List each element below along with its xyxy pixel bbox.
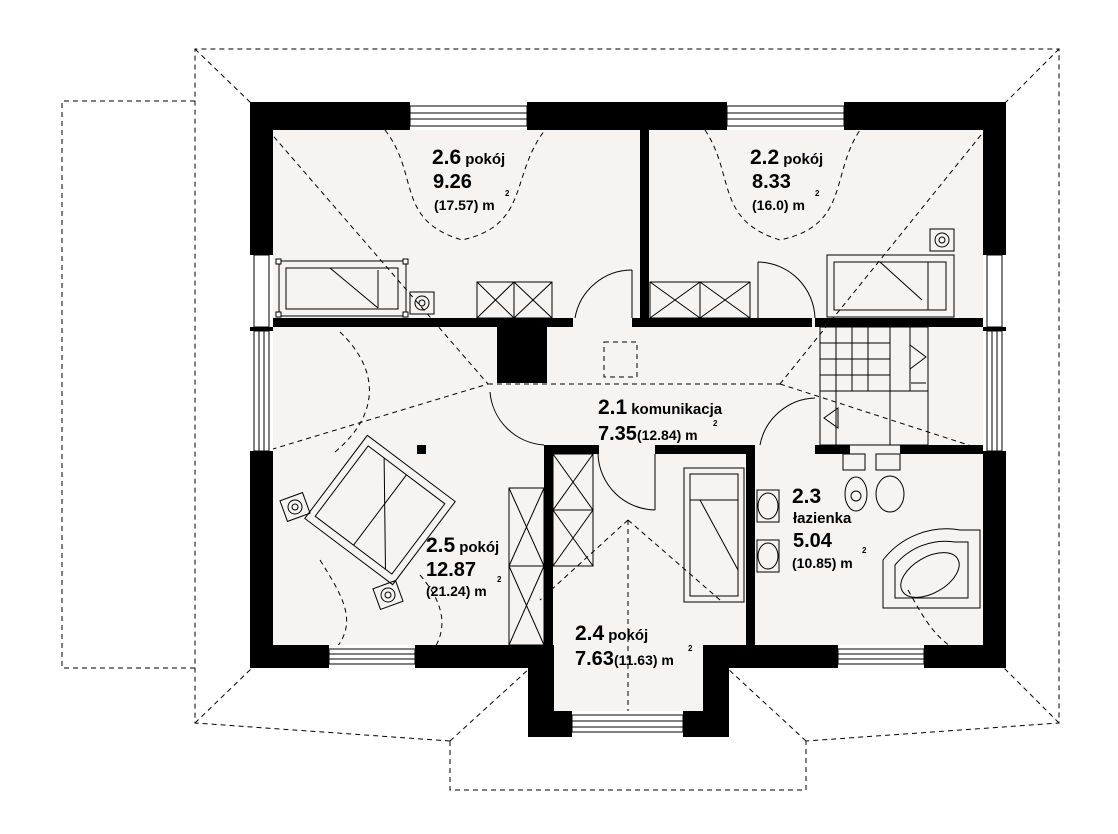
- room-area: 9.26: [433, 171, 472, 193]
- bed-room-2-4: [683, 467, 745, 603]
- room-number: 2.1: [598, 396, 628, 419]
- floor-area: [252, 104, 1004, 736]
- area-unit-exponent: 2: [688, 644, 693, 653]
- room-area: 5.04: [793, 530, 833, 552]
- wardrobes: [476, 281, 751, 646]
- room-number: 2.5: [426, 534, 456, 557]
- room-gross-area: (10.85) m: [792, 555, 853, 571]
- room-number: 2.3: [792, 485, 821, 508]
- nightstands: [279, 228, 955, 611]
- room-area: 12.87: [426, 559, 476, 581]
- roof-outline: [194, 48, 1060, 791]
- svg-text:7.63(11.63) m: 7.63(11.63) m: [575, 648, 674, 670]
- room-name: pokój: [465, 151, 505, 168]
- bathroom-fixtures: [756, 453, 981, 609]
- walls: [250, 102, 1006, 737]
- room-gross-area: (16.0) m: [752, 197, 805, 213]
- bed-room-2-5: [304, 434, 456, 586]
- room-number: 2.2: [750, 146, 779, 169]
- room-name: łazienka: [793, 510, 852, 527]
- svg-text:7.35(12.84) m: 7.35(12.84) m: [598, 423, 698, 445]
- room-gross-area: (11.63) m: [614, 652, 674, 668]
- bed-room-2-2: [826, 254, 955, 318]
- room-area: 8.33: [752, 171, 791, 193]
- room-name: pokój: [783, 151, 823, 168]
- room-number: 2.4: [575, 622, 605, 645]
- room-gross-area: (12.84) m: [637, 427, 698, 443]
- area-unit-exponent: 2: [815, 189, 820, 198]
- area-unit-exponent: 2: [497, 575, 502, 584]
- ceiling-hatch: [603, 341, 638, 378]
- room-name: pokój: [459, 539, 499, 556]
- room-name: komunikacja: [631, 401, 723, 418]
- area-unit-exponent: 2: [862, 546, 867, 555]
- area-unit-exponent: 2: [505, 189, 510, 198]
- room-name: pokój: [608, 627, 648, 644]
- terrace-outline: [61, 100, 195, 669]
- windows: [253, 105, 1003, 733]
- area-unit-exponent: 2: [713, 419, 718, 428]
- room-area: 7.35: [598, 423, 637, 445]
- doors: [489, 261, 816, 511]
- room-number: 2.6: [432, 146, 461, 169]
- roof-lines: [262, 129, 991, 730]
- room-area: 7.63: [575, 648, 614, 670]
- label-room-2-3: 2.3 łazienka 5.04 (10.85) m 2: [792, 485, 867, 571]
- room-gross-area: (21.24) m: [426, 583, 487, 599]
- bed-room-2-6: [275, 258, 409, 318]
- room-gross-area: (17.57) m: [434, 197, 495, 213]
- staircase: [819, 326, 929, 446]
